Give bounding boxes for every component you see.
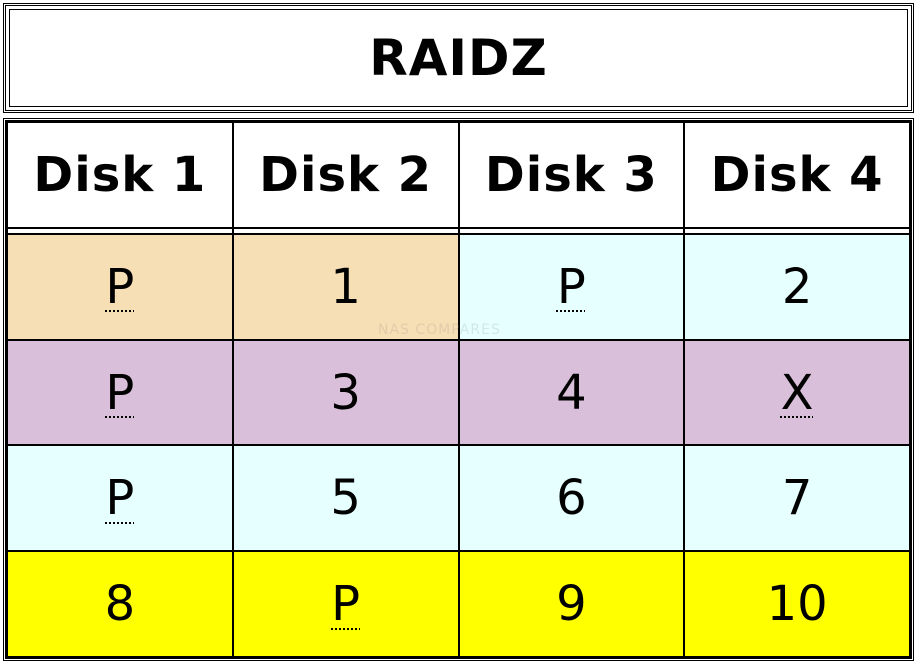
block-label: 8	[104, 576, 136, 633]
header-disk-1: Disk 1	[6, 121, 234, 229]
block-label: P	[105, 364, 135, 421]
stripe-row: 8 P 9 10	[6, 550, 911, 658]
stripe-row: P 3 4 X	[6, 338, 911, 447]
title-inner-border	[9, 9, 908, 107]
parity-block: X	[683, 338, 911, 447]
parity-block: P	[6, 444, 234, 553]
data-block: 4	[457, 338, 686, 447]
header-disk-3: Disk 3	[457, 121, 686, 229]
block-label: 9	[556, 576, 587, 633]
block-label: P	[331, 576, 361, 633]
data-block: 8	[6, 550, 234, 658]
block-label: 1	[330, 258, 361, 315]
block-label: 10	[766, 576, 828, 633]
data-block: 7	[683, 444, 911, 553]
block-label: 6	[556, 470, 587, 527]
parity-block: P	[231, 550, 460, 658]
block-label: 3	[330, 364, 361, 421]
stripe-row: P 1 P 2	[6, 232, 911, 341]
diagram-title: RAIDZ	[369, 29, 548, 87]
block-label: P	[556, 258, 586, 315]
data-block: 6	[457, 444, 686, 553]
block-label: X	[780, 364, 814, 421]
title-box: RAIDZ	[3, 3, 914, 113]
header-row: Disk 1 Disk 2 Disk 3 Disk 4	[6, 121, 911, 229]
data-block: 2	[683, 232, 911, 341]
parity-block: P	[6, 338, 234, 447]
data-block: 5	[231, 444, 460, 553]
header-separator	[6, 226, 911, 235]
parity-block: P	[457, 232, 686, 341]
parity-block: P	[6, 232, 234, 341]
block-label: 4	[556, 364, 587, 421]
data-block: 10	[683, 550, 911, 658]
data-block: 1	[231, 232, 460, 341]
block-label: 5	[330, 470, 361, 527]
stripe-row: P 5 6 7	[6, 444, 911, 553]
data-block: 9	[457, 550, 686, 658]
block-label: P	[105, 258, 135, 315]
header-disk-4: Disk 4	[683, 121, 911, 229]
block-label: P	[105, 470, 135, 527]
block-label: 7	[781, 470, 813, 527]
block-label: 2	[781, 258, 813, 315]
data-block: 3	[231, 338, 460, 447]
header-disk-2: Disk 2	[231, 121, 460, 229]
